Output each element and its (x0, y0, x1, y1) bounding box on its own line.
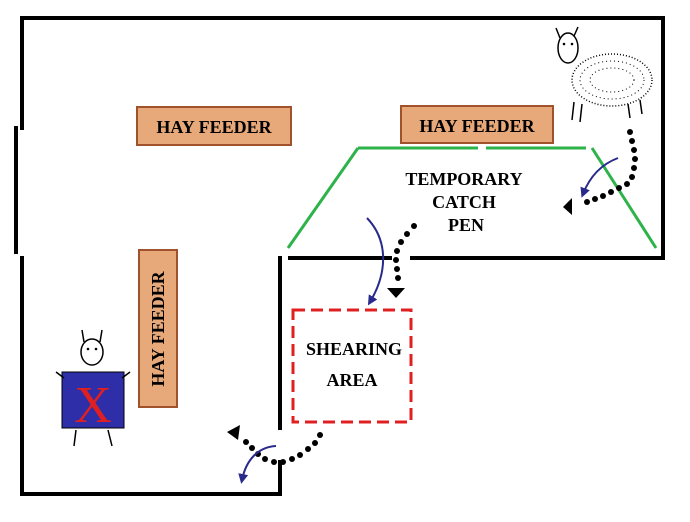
x-marker-symbol: X (74, 377, 112, 434)
shearing-area-label-line1: SHEARING (306, 339, 402, 359)
shearing-area-label-line2: AREA (326, 370, 377, 390)
hay-feeder-top-left: HAY FEEDER (136, 106, 292, 146)
top-wall (20, 16, 665, 260)
curved-arrow-exit (238, 445, 277, 484)
dotted-path-to-shearing (387, 223, 417, 298)
bottom-left-wall (20, 256, 282, 496)
curved-arrow-pen-entry (580, 157, 619, 198)
hay-feeder-top-right: HAY FEEDER (400, 105, 554, 144)
dotted-path-into-pen (563, 129, 638, 215)
dotted-path-exit (227, 425, 323, 465)
hay-feeder-left-vertical-label: HAY FEEDER (148, 270, 168, 386)
curved-arrow-to-shearing (366, 217, 385, 306)
x-marker-box (61, 371, 125, 429)
catch-pen-label-line2: CATCH (432, 192, 496, 212)
shearing-area-box (291, 308, 413, 424)
hay-feeder-top-right-label: HAY FEEDER (419, 116, 535, 136)
alpaca-marker-illustration: X (55, 329, 131, 447)
catch-pen-label-line3: PEN (448, 215, 484, 235)
hay-feeder-top-left-label: HAY FEEDER (156, 117, 272, 137)
sheep-illustration (555, 26, 653, 123)
catch-pen-label-line1: TEMPORARY (405, 169, 522, 189)
catch-pen-fence (286, 146, 658, 249)
hay-feeder-left-vertical: HAY FEEDER (138, 249, 178, 408)
barn-walls (14, 16, 665, 496)
